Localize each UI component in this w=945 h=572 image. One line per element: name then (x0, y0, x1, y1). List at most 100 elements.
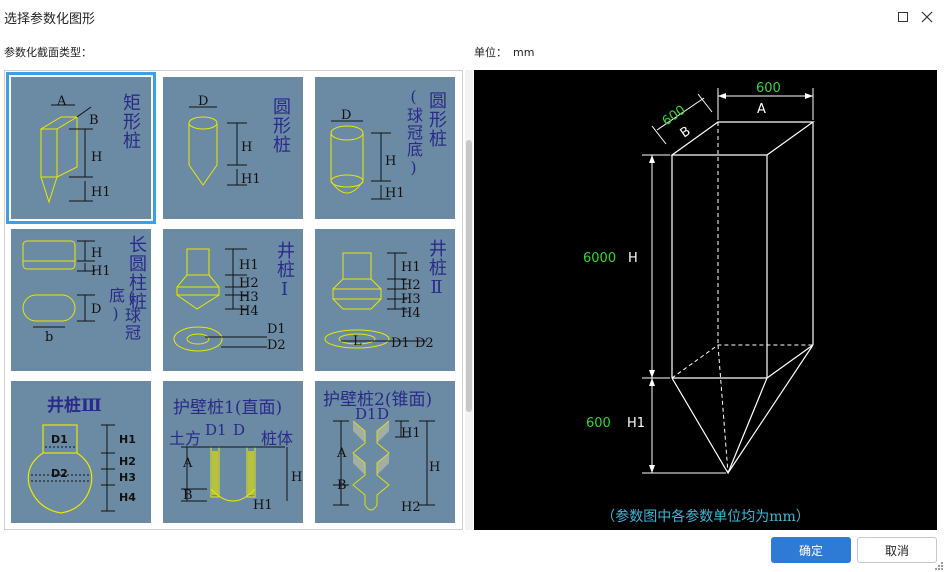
thumb-subtitle: (球冠底) (106, 287, 141, 341)
thumb-wall-pile-2[interactable]: A B H H1 H2 护壁桩2(锥面) D1 D (315, 381, 455, 523)
thumb-title: 圆形桩 (270, 97, 291, 154)
maximize-button[interactable] (893, 7, 913, 27)
svg-text:H1: H1 (91, 185, 111, 200)
wall-pile-2-drawing: A B H H1 H2 (333, 420, 440, 515)
thumb-title: 矩形桩 (120, 93, 141, 150)
svg-text:H1: H1 (241, 172, 261, 187)
unit-note: （参数图中各参数单位均为mm） (601, 509, 810, 525)
svg-text:H1: H1 (91, 264, 111, 279)
svg-text:L: L (353, 334, 362, 349)
rect-pile-drawing: A B H H1 (39, 94, 111, 204)
svg-text:D2: D2 (267, 338, 286, 353)
svg-text:H: H (291, 470, 302, 485)
svg-text:H: H (91, 150, 102, 165)
round-pile-dome-drawing: D H H1 (330, 108, 405, 201)
svg-text:H3: H3 (239, 290, 259, 305)
long-round-pile-drawing: H H1 D b (22, 240, 111, 345)
svg-text:H1: H1 (385, 186, 405, 201)
dim-b-label: B (678, 124, 694, 141)
thumb-label-d1: D1 (205, 421, 227, 439)
svg-text:H: H (241, 140, 252, 155)
cancel-button[interactable]: 取消 (857, 537, 937, 563)
maximize-icon (898, 12, 908, 22)
svg-text:b: b (45, 330, 53, 345)
svg-text:H1: H1 (401, 260, 421, 275)
close-icon (921, 11, 933, 23)
dim-h-label: H (628, 251, 638, 266)
svg-text:D: D (341, 108, 351, 123)
svg-text:H1: H1 (239, 258, 259, 273)
svg-text:H3: H3 (119, 471, 136, 484)
svg-text:D1: D1 (267, 322, 286, 337)
svg-text:H4: H4 (239, 304, 259, 319)
svg-text:H2: H2 (401, 278, 421, 293)
thumb-scrollbar[interactable] (465, 70, 473, 530)
svg-text:A: A (336, 446, 347, 461)
thumb-title: 井桩Ⅰ (274, 241, 295, 301)
thumb-scrollbar-handle[interactable] (466, 140, 472, 412)
thumb-long-round-pile[interactable]: H H1 D b 长圆柱桩 (球冠底) (11, 229, 151, 371)
close-button[interactable] (917, 7, 937, 27)
thumb-title: 护壁桩2(锥面) (323, 390, 433, 410)
thumb-title: 长圆柱桩 (126, 235, 147, 311)
svg-text:A: A (56, 94, 67, 109)
thumb-round-pile[interactable]: D H H1 圆形桩 (163, 77, 303, 219)
svg-text:A: A (182, 456, 193, 471)
dim-h1-label: H1 (627, 416, 645, 431)
well-pile-2-drawing: H1 H2 H3 H4 L D1 D2 (324, 252, 434, 351)
svg-text:B: B (337, 478, 347, 493)
wall-pile-1-drawing: A B H H1 (181, 446, 302, 513)
thumb-title: 圆形桩 (426, 91, 447, 148)
thumb-round-pile-dome[interactable]: D H H1 圆形桩 (球冠底) (315, 77, 455, 219)
svg-text:D1: D1 (51, 433, 68, 446)
svg-text:H: H (385, 154, 396, 169)
svg-text:H2: H2 (239, 276, 259, 291)
round-pile-drawing: D H H1 (188, 94, 261, 187)
thumb-subtitle: (球冠底) (404, 87, 423, 178)
thumb-well-pile-1[interactable]: H1 H2 H3 H4 D1 D2 井桩Ⅰ (163, 229, 303, 371)
svg-text:H2: H2 (401, 500, 421, 515)
svg-text:D1: D1 (391, 336, 410, 351)
title-bar[interactable]: 选择参数化图形 (0, 0, 945, 34)
thumb-label-d: D (377, 405, 390, 423)
svg-text:H4: H4 (119, 491, 136, 504)
thumb-title: 井桩Ⅱ (426, 239, 447, 299)
thumb-label-earth: 土方 (169, 429, 202, 448)
svg-text:H1: H1 (401, 426, 421, 441)
shape-preview: 600 A 600 B 6000 H 600 H1 （参数图中各参数单位均为mm… (474, 70, 937, 530)
shape-thumbnail-list[interactable]: A B H H1 矩形桩 D H H1 (4, 70, 463, 530)
thumb-rect-pile[interactable]: A B H H1 矩形桩 (6, 72, 156, 224)
dim-h1-value: 600 (586, 416, 611, 431)
svg-text:H2: H2 (119, 455, 136, 468)
dim-a-value: 600 (756, 81, 781, 96)
thumb-label-d1: D1 (355, 405, 377, 423)
thumb-title: 井桩Ⅲ (47, 396, 102, 416)
svg-text:H3: H3 (401, 292, 421, 307)
thumb-well-pile-2[interactable]: H1 H2 H3 H4 L D1 D2 井桩Ⅱ (315, 229, 455, 371)
thumb-label-pile-body: 桩体 (261, 429, 294, 448)
dim-h-value: 6000 (583, 251, 616, 266)
unit-label: 单位： (474, 46, 507, 59)
unit-readout: 单位： mm (474, 44, 534, 60)
unit-value: mm (513, 46, 535, 59)
svg-text:B: B (89, 113, 99, 128)
preview-drawing: 600 A 600 B 6000 H 600 H1 (583, 81, 815, 475)
svg-text:B: B (183, 488, 193, 503)
resize-grip-icon[interactable] (934, 561, 944, 571)
svg-text:D2: D2 (51, 467, 68, 480)
window-title: 选择参数化图形 (4, 12, 96, 27)
svg-text:H4: H4 (401, 306, 421, 321)
svg-text:H: H (429, 460, 440, 475)
thumb-title: 护壁桩1(直面) (173, 398, 283, 418)
svg-text:H1: H1 (253, 498, 273, 513)
svg-text:D2: D2 (415, 336, 434, 351)
svg-text:H1: H1 (119, 433, 136, 446)
ok-button[interactable]: 确定 (771, 537, 851, 563)
section-type-label: 参数化截面类型： (4, 46, 92, 59)
dim-a-label: A (757, 102, 766, 117)
thumb-well-pile-3[interactable]: D1 D2 H1 H2 H3 H4 井桩Ⅲ (11, 381, 151, 523)
thumb-wall-pile-1[interactable]: A B H H1 护壁桩1(直面) 土方 D1 D 桩体 (163, 381, 303, 523)
thumb-label-d: D (233, 421, 246, 439)
well-pile-3-drawing: D1 D2 H1 H2 H3 H4 (27, 424, 136, 514)
